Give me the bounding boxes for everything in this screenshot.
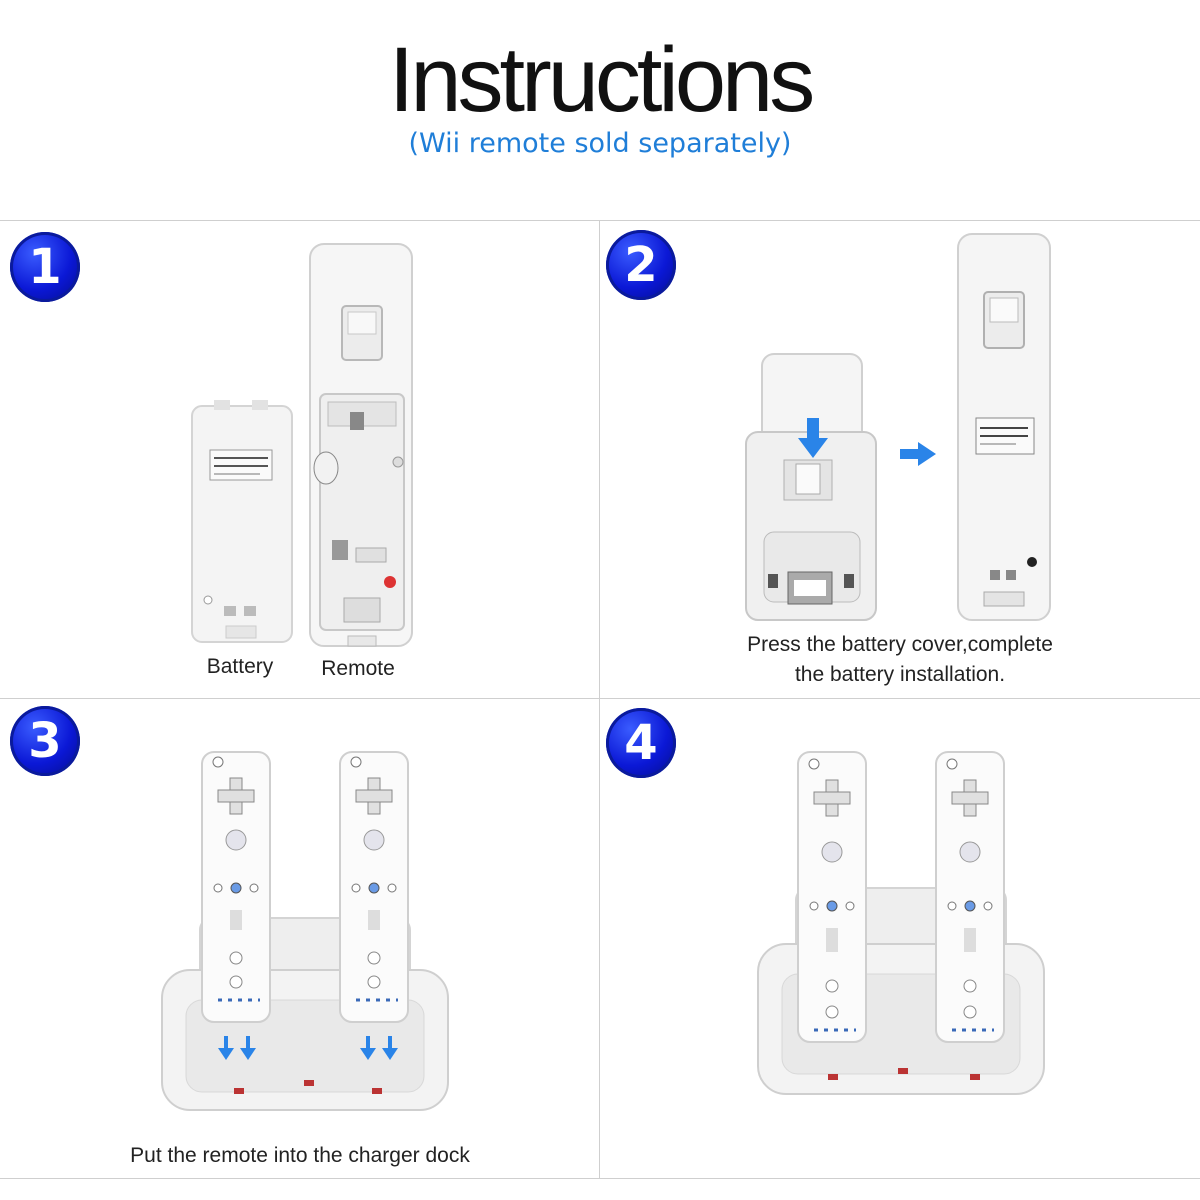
step-3-badge: 3 (10, 706, 80, 776)
instruction-grid (0, 220, 1200, 1180)
grid-bottom-border (0, 1178, 1200, 1179)
step-2-caption-line-1: Press the battery cover,complete (747, 633, 1053, 656)
remote-back-open-image (309, 243, 413, 647)
step-4-badge: 4 (606, 708, 676, 778)
grid-top-border (0, 220, 1200, 221)
page-subtitle: (Wii remote sold separately) (408, 128, 792, 159)
step-2-caption-line-2: the battery installation. (794, 663, 1006, 686)
step-1-badge: 1 (10, 232, 80, 302)
page-title: Instructions (388, 29, 815, 131)
remote-with-cover-image (957, 233, 1051, 621)
battery-pack-image (191, 400, 293, 643)
battery-label: Battery (206, 655, 274, 678)
remote-battery-cover-image (745, 353, 877, 621)
down-arrow-icon (798, 418, 828, 458)
charger-dock-with-remotes-image (161, 751, 449, 1111)
grid-vertical-divider (599, 220, 600, 1178)
charger-dock-docked-image (757, 751, 1045, 1095)
grid-middle-divider (0, 698, 1200, 699)
step-2-badge: 2 (606, 230, 676, 300)
remote-label: Remote (321, 657, 395, 680)
step-3-caption: Put the remote into the charger dock (130, 1144, 470, 1167)
right-arrow-icon (900, 442, 936, 466)
